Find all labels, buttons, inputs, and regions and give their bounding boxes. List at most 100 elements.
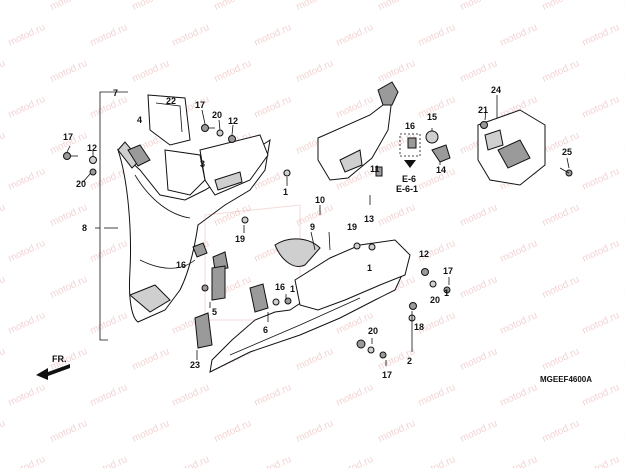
watermark-text: motod.ru: [89, 94, 129, 121]
callout-14: 14: [436, 165, 446, 175]
watermark-text: motod.ru: [335, 454, 375, 468]
watermark-text: motod.ru: [417, 382, 457, 409]
watermark-text: motod.ru: [581, 94, 621, 121]
watermark-text: motod.ru: [253, 454, 293, 468]
watermark-text: motod.ru: [0, 346, 7, 373]
ref-e6: E-6: [402, 174, 416, 184]
watermark-text: motod.ru: [0, 202, 7, 229]
callout-7: 7: [113, 88, 118, 98]
watermark-text: motod.ru: [459, 418, 499, 445]
watermark-text: motod.ru: [89, 382, 129, 409]
watermark-text: motod.ru: [417, 22, 457, 49]
fasteners: [63, 121, 573, 359]
watermark-text: motod.ru: [541, 58, 581, 85]
callout-19b: 19: [347, 222, 357, 232]
callout-2: 2: [407, 356, 412, 366]
watermark-text: motod.ru: [89, 22, 129, 49]
watermark-text: motod.ru: [295, 418, 335, 445]
watermark-text: motod.ru: [499, 238, 539, 265]
watermark-text: motod.ru: [7, 166, 47, 193]
callout-9: 9: [310, 222, 315, 232]
watermark-text: motod.ru: [459, 58, 499, 85]
callout-25: 25: [562, 147, 572, 157]
part-4-clip: [127, 144, 151, 167]
watermark-text: motod.ru: [295, 0, 335, 13]
watermark-text: motod.ru: [541, 346, 581, 373]
callout-15: 15: [427, 112, 437, 122]
watermark-text: motod.ru: [171, 22, 211, 49]
watermark-text: motod.ru: [499, 454, 539, 468]
watermark-text: motod.ru: [171, 382, 211, 409]
watermark-text: motod.ru: [417, 454, 457, 468]
watermark-text: motod.ru: [171, 454, 211, 468]
reference-box: [399, 133, 421, 168]
watermark-text: motod.ru: [7, 382, 47, 409]
watermark-text: motod.ru: [89, 238, 129, 265]
watermark-text: motod.ru: [459, 274, 499, 301]
callout-22: 22: [166, 96, 176, 106]
watermark-text: motod.ru: [0, 418, 7, 445]
front-label: FR.: [52, 354, 67, 364]
watermark-text: motod.ru: [623, 0, 625, 13]
watermark-text: motod.ru: [335, 382, 375, 409]
watermark-text: motod.ru: [89, 454, 129, 468]
watermark-text: motod.ru: [7, 454, 47, 468]
watermark-text: motod.ru: [0, 0, 7, 13]
watermark-text: motod.ru: [131, 346, 171, 373]
part-center-bracket: [317, 81, 399, 181]
watermark-text: motod.ru: [49, 58, 89, 85]
watermark-text: motod.ru: [499, 310, 539, 337]
watermark-text: motod.ru: [213, 58, 253, 85]
callout-5: 5: [212, 307, 217, 317]
watermark-text: motod.ru: [253, 382, 293, 409]
callout-24: 24: [491, 85, 501, 95]
ref-e6-1: E-6-1: [396, 184, 418, 194]
watermark-text: motod.ru: [131, 58, 171, 85]
watermark-text: motod.ru: [377, 202, 417, 229]
callout-12b: 12: [228, 116, 238, 126]
watermark-text: motod.ru: [213, 418, 253, 445]
callout-8: 8: [82, 223, 87, 233]
callout-17c: 17: [443, 266, 453, 276]
watermark-text: motod.ru: [377, 58, 417, 85]
callout-1a: 1: [283, 187, 288, 197]
watermark-text: motod.ru: [581, 310, 621, 337]
callout-1c: 1: [444, 288, 449, 298]
callout-12a: 12: [87, 143, 97, 153]
part-24-bracket: [477, 109, 546, 186]
watermark-text: motod.ru: [253, 94, 293, 121]
callout-10: 10: [315, 195, 325, 205]
watermark-text: motod.ru: [541, 202, 581, 229]
part-under-cover: [274, 238, 411, 311]
callout-20d: 20: [368, 326, 378, 336]
watermark-text: motod.ru: [377, 418, 417, 445]
watermark-text: motod.ru: [253, 22, 293, 49]
watermark-text: motod.ru: [581, 166, 621, 193]
leader-lines: [66, 95, 570, 366]
watermark-text: motod.ru: [459, 346, 499, 373]
callout-16c: 16: [275, 282, 285, 292]
watermark-text: motod.ru: [541, 274, 581, 301]
watermark-text: motod.ru: [581, 454, 621, 468]
callout-16b: 16: [176, 260, 186, 270]
watermark-text: motod.ru: [0, 58, 7, 85]
watermark-text: motod.ru: [499, 382, 539, 409]
callout-20b: 20: [212, 110, 222, 120]
callout-20a: 20: [76, 179, 86, 189]
callout-17b: 17: [195, 100, 205, 110]
watermark-text: motod.ru: [295, 58, 335, 85]
part-upper-shell: [199, 134, 269, 196]
watermark-text: motod.ru: [459, 202, 499, 229]
watermark-text: motod.ru: [49, 418, 89, 445]
watermark-text: motod.ru: [335, 22, 375, 49]
part-22-bracket: [147, 94, 191, 146]
watermark-text: motod.ru: [541, 0, 581, 13]
callout-17a: 17: [63, 132, 73, 142]
callout-6: 6: [263, 325, 268, 335]
callout-20c: 20: [430, 295, 440, 305]
callout-3: 3: [200, 159, 205, 169]
callout-1d: 1: [290, 284, 295, 294]
